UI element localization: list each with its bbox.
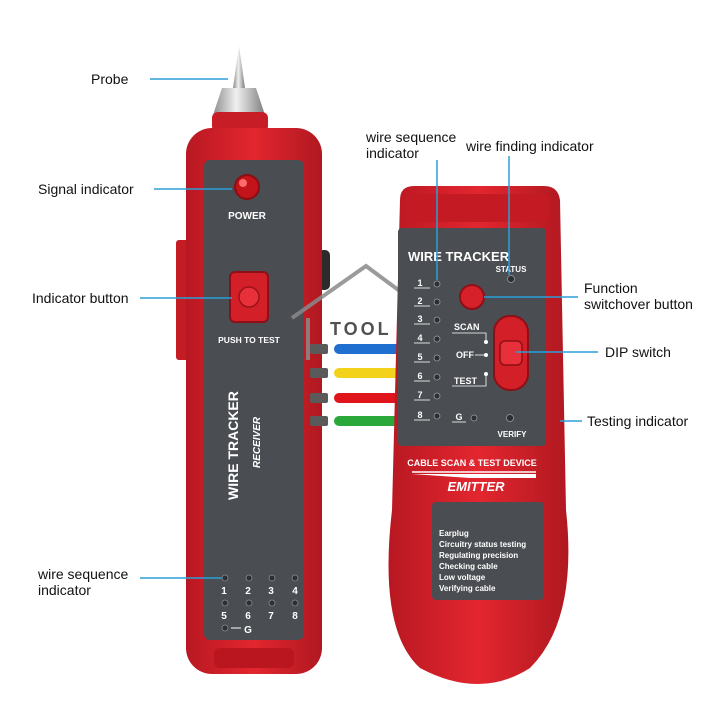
push-to-test-label: PUSH TO TEST <box>218 335 281 345</box>
feature-item: Checking cable <box>439 562 498 571</box>
emitter-ground-label: G <box>455 412 462 422</box>
wire-led <box>268 574 276 582</box>
emitter-brand: WIRE TRACKER <box>408 249 510 264</box>
feature-item: Regulating precision <box>439 551 518 560</box>
channel-led <box>433 280 441 288</box>
wire-red <box>334 393 414 403</box>
scan-label: SCAN <box>454 322 480 332</box>
dip-switch-callout: DIP switch <box>605 344 671 360</box>
wire-led <box>245 599 253 607</box>
probe-tip <box>233 46 245 88</box>
emitter-model: EMITTER <box>447 479 505 494</box>
dip-switch-knob[interactable] <box>499 340 523 366</box>
device-title: CABLE SCAN & TEST DEVICE <box>407 458 537 468</box>
channel-number: 5 <box>417 352 422 362</box>
receiver-wire-sequence-line2: indicator <box>38 582 91 598</box>
testing-indicator-callout: Testing indicator <box>587 413 689 429</box>
channel-number: 3 <box>417 314 422 324</box>
led-number-7: 7 <box>268 611 274 622</box>
function-switchover-line1: Function <box>584 280 638 296</box>
wire-led <box>221 599 229 607</box>
testing-indicator-led <box>506 414 514 422</box>
wire-led <box>291 574 299 582</box>
emitter-device: WIRE TRACKER STATUS 1 2 3 4 5 6 7 <box>388 186 569 684</box>
wire-led <box>245 574 253 582</box>
emitter-wire-sequence-callout: wire sequence indicator <box>366 129 456 161</box>
signal-indicator-led <box>234 174 260 200</box>
channel-led <box>433 392 441 400</box>
receiver-device: POWER PUSH TO TEST WIRE TRACKER RECEIVER… <box>176 46 330 674</box>
callout-lines <box>140 78 598 579</box>
receiver-model: RECEIVER <box>252 416 263 468</box>
emitter-wire-sequence-line1: wire sequence <box>366 129 457 145</box>
channel-led <box>433 373 441 381</box>
colored-wires <box>310 344 414 426</box>
led-number-8: 8 <box>292 611 298 622</box>
channel-led <box>433 335 441 343</box>
feature-item: Circuitry status testing <box>439 540 526 549</box>
channel-number: 7 <box>417 390 422 400</box>
status-label: STATUS <box>496 265 527 274</box>
wire-led <box>291 599 299 607</box>
probe-callout: Probe <box>91 71 129 87</box>
emitter-wire-sequence-line2: indicator <box>366 145 419 161</box>
led-number-4: 4 <box>292 586 298 597</box>
feature-item: Earplug <box>439 529 469 538</box>
probe-collar <box>212 88 266 118</box>
channel-number: 1 <box>417 278 422 288</box>
led-number-3: 3 <box>268 586 274 597</box>
verify-label: VERIFY <box>498 430 528 439</box>
receiver-wire-sequence-line1: wire sequence <box>38 566 129 582</box>
signal-indicator-callout: Signal indicator <box>38 181 134 197</box>
function-switchover-callout: Function switchover button <box>584 280 693 312</box>
channel-led <box>433 412 441 420</box>
led-number-1: 1 <box>221 586 227 597</box>
wire-led <box>268 599 276 607</box>
led-number-5: 5 <box>221 611 227 622</box>
channel-number: 8 <box>417 410 422 420</box>
function-switchover-button[interactable] <box>459 284 485 310</box>
channel-number: 4 <box>417 333 422 343</box>
power-label: POWER <box>228 211 267 222</box>
led-number-6: 6 <box>245 611 251 622</box>
indicator-button-callout: Indicator button <box>32 290 129 306</box>
receiver-brand: WIRE TRACKER <box>225 391 241 500</box>
wire-led <box>221 574 229 582</box>
off-label: OFF <box>456 350 474 360</box>
emitter-channel-leds: 1 2 3 4 5 6 7 8 G <box>414 278 478 423</box>
channel-number: 6 <box>417 371 422 381</box>
receiver-wire-sequence-callout: wire sequence indicator <box>38 566 128 598</box>
wire-finding-led <box>507 275 515 283</box>
ground-led <box>470 414 478 422</box>
function-switchover-line2: switchover button <box>584 296 693 312</box>
channel-led <box>433 298 441 306</box>
led-number-2: 2 <box>245 586 251 597</box>
wire-finding-callout: wire finding indicator <box>466 138 594 154</box>
feature-item: Low voltage <box>439 573 486 582</box>
features-panel <box>432 502 544 600</box>
test-label: TEST <box>454 376 478 386</box>
channel-led <box>433 354 441 362</box>
channel-led <box>433 316 441 324</box>
ground-led <box>221 624 229 632</box>
feature-item: Verifying cable <box>439 584 496 593</box>
wire-blue <box>334 344 414 354</box>
channel-number: 2 <box>417 296 422 306</box>
receiver-led-grid: 1 2 3 4 5 6 7 8 G <box>221 574 299 636</box>
receiver-ground-label: G <box>244 625 252 636</box>
wire-yellow <box>334 368 414 378</box>
receiver-panel <box>204 160 304 640</box>
watermark-text: TOOL <box>330 319 392 339</box>
wire-green <box>334 416 414 426</box>
